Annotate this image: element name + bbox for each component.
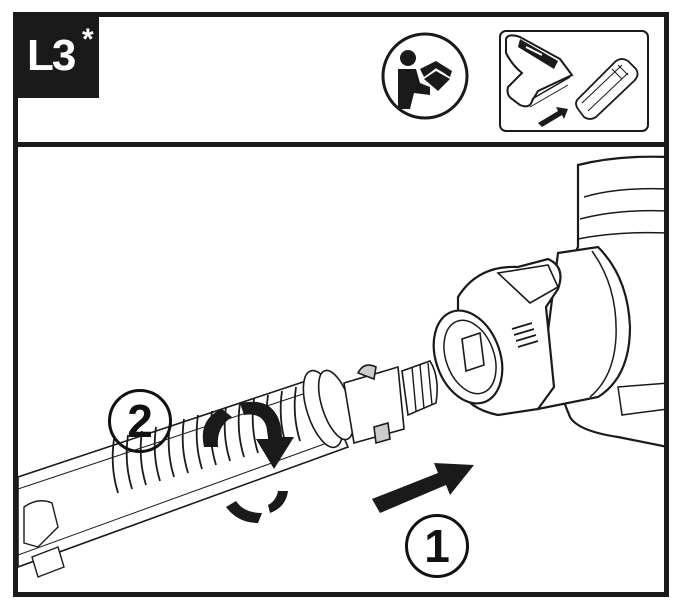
step-number-2: 2: [108, 389, 172, 453]
rotate-arrow-icon: [202, 401, 294, 523]
assembly-illustration: [18, 155, 664, 578]
step-label-badge: L3 *: [18, 17, 99, 98]
step-number-1: 1: [405, 514, 469, 578]
read-manual-icon: [381, 32, 469, 120]
push-arrow-icon: [372, 463, 474, 513]
spray-lance: [18, 360, 438, 578]
pressure-washer-body: [432, 155, 664, 448]
panel-header: L3 *: [18, 17, 664, 147]
step-label-text: L3: [27, 31, 76, 80]
step-label-marker: *: [82, 23, 94, 56]
battery-insert-icon: [499, 30, 649, 132]
instruction-panel: L3 *: [13, 12, 669, 597]
